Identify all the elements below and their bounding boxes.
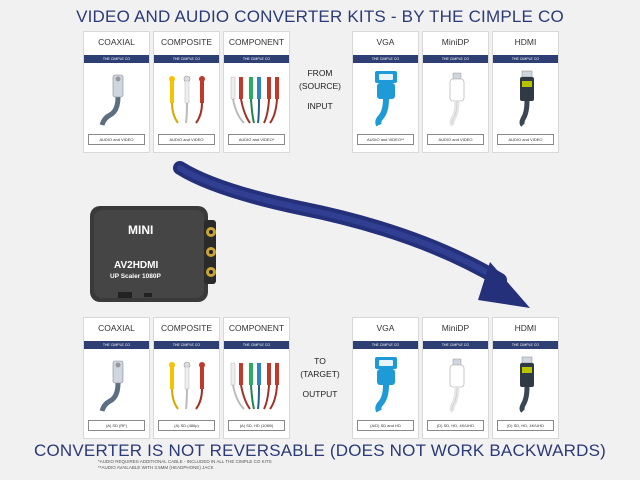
hdmi-cable-icon xyxy=(493,353,558,413)
card-caption: (A) SD (RF) xyxy=(88,420,145,431)
to-label: TO xyxy=(314,356,326,366)
source-card-coaxial: COAXIAL THE CIMPLE CO AUDIO and VIDEO xyxy=(83,31,150,153)
card-caption: AUDIO and VIDEO** xyxy=(357,134,414,145)
card-label: COMPONENT xyxy=(228,37,285,47)
input-label: INPUT xyxy=(307,101,333,111)
card-label: MiniDP xyxy=(441,323,470,333)
target-card-minidp: MiniDP THE CIMPLE CO (D) SD, HD, 4K/UHD xyxy=(422,317,489,439)
source-side-labels: FROM (SOURCE) INPUT xyxy=(295,68,345,111)
device-brand-text: MINI xyxy=(128,223,153,237)
card-band: THE CIMPLE CO xyxy=(353,55,418,63)
target-card-composite: COMPOSITE THE CIMPLE CO (A) SD (480p) xyxy=(153,317,220,439)
card-label: MiniDP xyxy=(441,37,470,47)
minidp-cable-icon xyxy=(423,67,488,127)
footnotes: *AUDIO REQUIRES ADDITIONAL CABLE - INCLU… xyxy=(98,459,272,471)
target-card-hdmi: HDMI THE CIMPLE CO (D) SD, HD, 4K/UHD xyxy=(492,317,559,439)
target-card-coaxial: COAXIAL THE CIMPLE CO (A) SD (RF) xyxy=(83,317,150,439)
card-band: THE CIMPLE CO xyxy=(154,55,219,63)
target-card-vga: VGA THE CIMPLE CO (A/D) SD and HD xyxy=(352,317,419,439)
card-band: THE CIMPLE CO xyxy=(224,341,289,349)
card-caption: (A) SD (480p) xyxy=(158,420,215,431)
card-caption: AUDIO and VIDEO* xyxy=(228,134,285,145)
card-label: VGA xyxy=(376,37,395,47)
card-band: THE CIMPLE CO xyxy=(493,341,558,349)
output-label: OUTPUT xyxy=(302,389,338,399)
component-cable-icon xyxy=(224,67,289,127)
coaxial-cable-icon xyxy=(84,67,149,127)
card-band: THE CIMPLE CO xyxy=(224,55,289,63)
footnote-audio-cable: *AUDIO REQUIRES ADDITIONAL CABLE - INCLU… xyxy=(98,459,272,464)
card-label: COMPONENT xyxy=(228,323,285,333)
coaxial-cable-icon xyxy=(84,353,149,413)
card-label: HDMI xyxy=(514,323,537,333)
composite-cable-icon xyxy=(154,67,219,127)
target-side-labels: TO (TARGET) OUTPUT xyxy=(295,356,345,399)
card-band: THE CIMPLE CO xyxy=(154,341,219,349)
vga-cable-icon xyxy=(353,353,418,413)
device-model-text: AV2HDMI xyxy=(114,260,158,271)
target-card-component: COMPONENT THE CIMPLE CO (A) SD, HD (1080… xyxy=(223,317,290,439)
hdmi-cable-icon xyxy=(493,67,558,127)
card-label: COAXIAL xyxy=(98,37,135,47)
card-label: COMPOSITE xyxy=(160,37,212,47)
source-card-minidp: MiniDP THE CIMPLE CO AUDIO and VIDEO xyxy=(422,31,489,153)
converter-device-image: MINI AV2HDMI UP Scaler 1080P xyxy=(88,200,218,310)
card-caption: AUDIO and VIDEO xyxy=(158,134,215,145)
card-caption: (D) SD, HD, 4K/UHD xyxy=(497,420,554,431)
source-card-hdmi: HDMI THE CIMPLE CO AUDIO and VIDEO xyxy=(492,31,559,153)
card-caption: (A) SD, HD (1080i) xyxy=(228,420,285,431)
card-caption: AUDIO and VIDEO xyxy=(88,134,145,145)
card-band: THE CIMPLE CO xyxy=(84,55,149,63)
source-card-component: COMPONENT THE CIMPLE CO xyxy=(223,31,290,153)
reversibility-notice: CONVERTER IS NOT REVERSABLE (DOES NOT WO… xyxy=(33,441,606,460)
card-caption: (D) SD, HD, 4K/UHD xyxy=(427,420,484,431)
card-label: VGA xyxy=(376,323,395,333)
composite-cable-icon xyxy=(154,353,219,413)
card-caption: AUDIO and VIDEO xyxy=(427,134,484,145)
device-subtitle-text: UP Scaler 1080P xyxy=(110,273,161,280)
card-band: THE CIMPLE CO xyxy=(423,341,488,349)
card-caption: AUDIO and VIDEO xyxy=(497,134,554,145)
source-label: (SOURCE) xyxy=(298,81,342,91)
card-label: COMPOSITE xyxy=(160,323,212,333)
card-band: THE CIMPLE CO xyxy=(493,55,558,63)
card-band: THE CIMPLE CO xyxy=(423,55,488,63)
vga-cable-icon xyxy=(353,67,418,127)
card-band: THE CIMPLE CO xyxy=(84,341,149,349)
minidp-cable-icon xyxy=(423,353,488,413)
source-card-vga: VGA THE CIMPLE CO AUDIO and VIDEO** xyxy=(352,31,419,153)
card-label: HDMI xyxy=(514,37,537,47)
footnote-headphone-jack: **AUDIO AVAILABLE WITH 3.5mm (HEADPHONE)… xyxy=(98,465,214,470)
card-band: THE CIMPLE CO xyxy=(353,341,418,349)
from-label: FROM xyxy=(307,68,333,78)
component-cable-icon xyxy=(224,353,289,413)
card-label: COAXIAL xyxy=(98,323,135,333)
page-title: VIDEO AND AUDIO CONVERTER KITS - BY THE … xyxy=(76,7,564,26)
source-card-composite: COMPOSITE THE CIMPLE CO AUDIO and VIDEO xyxy=(153,31,220,153)
card-caption: (A/D) SD and HD xyxy=(357,420,414,431)
target-label: (TARGET) xyxy=(300,369,340,379)
